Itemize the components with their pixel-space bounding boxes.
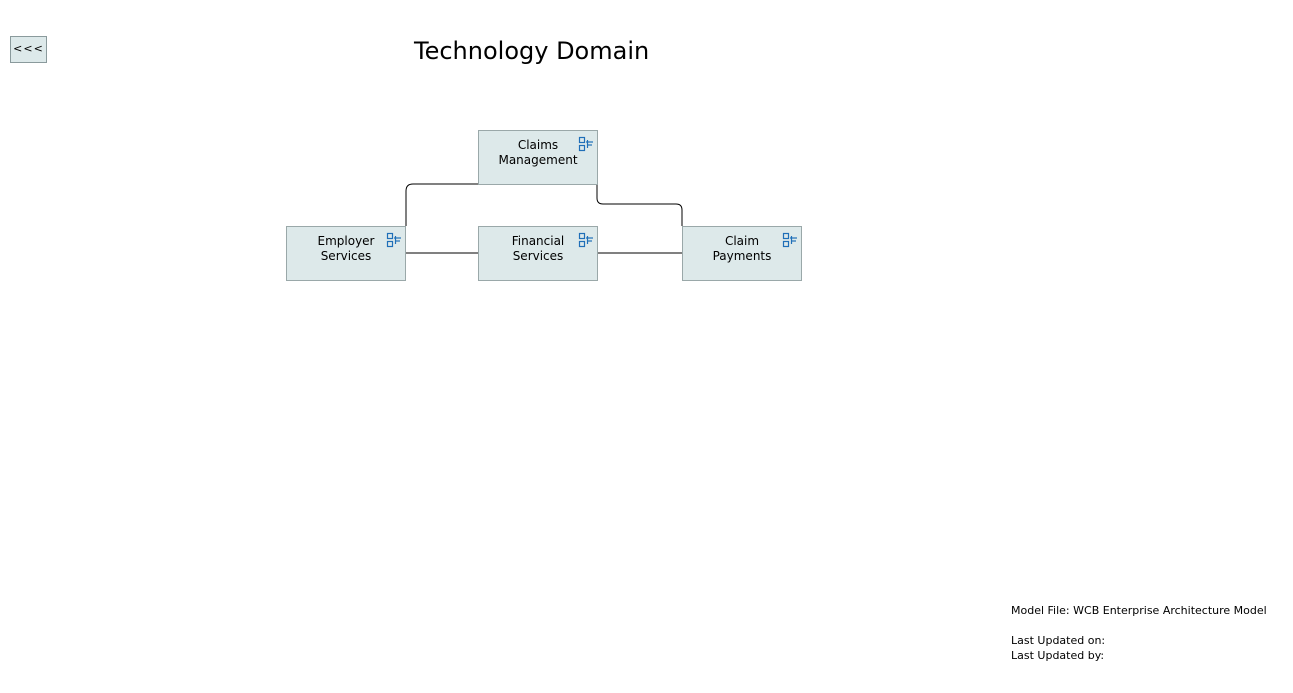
model-info-footer: Model File: WCB Enterprise Architecture … xyxy=(1011,603,1267,663)
node-employer-services[interactable]: Employer Services xyxy=(286,226,406,281)
connector-claims-management-employer-services xyxy=(405,183,478,226)
application-component-icon xyxy=(782,232,797,248)
footer-spacer xyxy=(1011,618,1267,633)
node-label: Claims Management xyxy=(498,138,578,167)
node-financial-services[interactable]: Financial Services xyxy=(478,226,598,281)
node-claim-payments[interactable]: Claim Payments xyxy=(682,226,802,281)
back-button[interactable]: <<< xyxy=(10,36,47,63)
page-title: Technology Domain xyxy=(414,37,650,65)
node-label: Financial Services xyxy=(511,234,565,263)
node-claims-management[interactable]: Claims Management xyxy=(478,130,598,185)
model-file-line: Model File: WCB Enterprise Architecture … xyxy=(1011,603,1267,618)
node-label: Employer Services xyxy=(317,234,375,263)
connector-claims-management-claim-payments xyxy=(596,184,683,226)
model-file-label: Model File: xyxy=(1011,604,1070,617)
model-file-value: WCB Enterprise Architecture Model xyxy=(1073,604,1267,617)
last-updated-by-label: Last Updated by: xyxy=(1011,649,1105,662)
node-label: Claim Payments xyxy=(712,234,772,263)
last-updated-on-label: Last Updated on: xyxy=(1011,634,1106,647)
application-component-icon xyxy=(578,232,593,248)
application-component-icon xyxy=(386,232,401,248)
application-component-icon xyxy=(578,136,593,152)
